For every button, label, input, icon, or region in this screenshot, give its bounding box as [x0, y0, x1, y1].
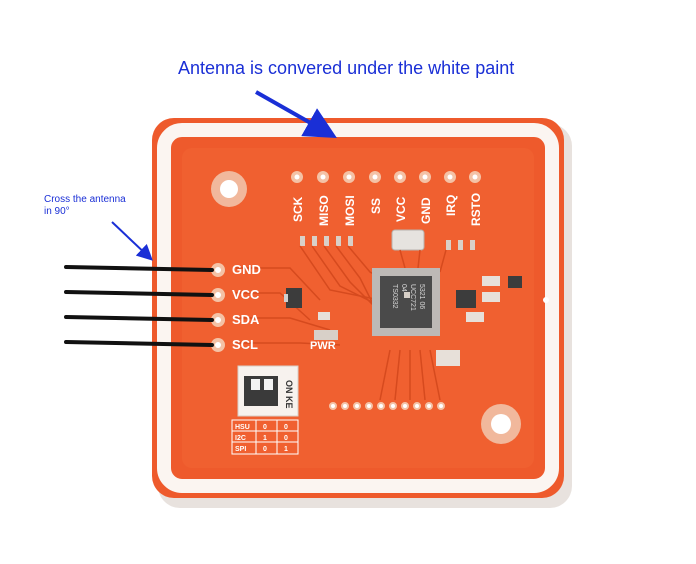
mode-hsu-a: 0 — [263, 424, 267, 431]
crystal-oscillator — [391, 229, 425, 251]
header-label-gnd: GND — [419, 197, 433, 224]
antenna-white-paint — [157, 123, 559, 493]
mode-spi-b: 1 — [284, 446, 288, 453]
chip-text-3: 04 — [400, 284, 407, 292]
chip-text-1: 5321 06 — [418, 284, 425, 309]
side-pin-labels: GND VCC SDA SCL — [232, 262, 261, 352]
antenna-arrow-icon — [255, 90, 337, 138]
side-label-vcc: VCC — [232, 287, 260, 302]
mode-table: HSU 0 0 I2C 1 0 SPI 0 1 — [231, 419, 299, 455]
header-label-miso: MISO — [317, 195, 331, 226]
cross-antenna-line-1: Cross the antenna — [44, 194, 126, 205]
wire-scl — [64, 340, 214, 347]
header-resistors — [300, 236, 475, 250]
mode-hsu-b: 0 — [284, 424, 288, 431]
pwr-label: PWR — [310, 340, 336, 352]
chip-text-4: TS0332 — [391, 284, 398, 309]
side-label-sda: SDA — [232, 312, 260, 327]
side-pins — [211, 263, 225, 352]
pn532-chip: 5321 06 UCC721 04 TS0332 — [372, 268, 440, 336]
header-label-sck: SCK — [291, 196, 305, 222]
header-label-irq: IRQ — [444, 195, 458, 216]
chip-text-2: UCC721 — [409, 284, 416, 311]
wire-sda — [64, 315, 214, 322]
wire-gnd — [64, 265, 214, 272]
pcb-traces — [236, 245, 447, 401]
cross-antenna-arrow-icon — [111, 221, 153, 261]
mounting-hole-top-left — [211, 171, 247, 207]
mounting-hole-bottom-right — [481, 404, 521, 444]
mode-i2c-b: 0 — [284, 435, 288, 442]
antenna-annotation: Antenna is convered under the white pain… — [178, 58, 515, 78]
header-label-rsto: RSTO — [469, 193, 483, 226]
header-label-ss: SS — [369, 198, 383, 214]
cross-antenna-annotation: Cross the antenna in 90° — [44, 194, 126, 218]
side-label-gnd: GND — [232, 262, 261, 277]
top-header-pins — [291, 171, 481, 183]
mode-i2c: I2C — [235, 435, 246, 442]
mode-spi-a: 0 — [263, 446, 267, 453]
cross-antenna-line-2: in 90° — [44, 206, 70, 217]
top-header-labels: SCK MISO MOSI SS VCC GND IRQ RSTO — [291, 193, 483, 226]
header-label-vcc: VCC — [394, 196, 408, 222]
mode-hsu: HSU — [235, 424, 250, 431]
wire-vcc — [64, 290, 214, 297]
side-label-scl: SCL — [232, 337, 258, 352]
mode-i2c-a: 1 — [263, 435, 267, 442]
smd-components — [284, 276, 549, 366]
mode-spi: SPI — [235, 446, 246, 453]
header-label-mosi: MOSI — [343, 195, 357, 226]
dip-switch: ON KE — [237, 365, 299, 417]
bottom-pads — [329, 402, 445, 410]
switch-on-label: ON KE — [284, 380, 294, 409]
wires — [64, 265, 214, 347]
